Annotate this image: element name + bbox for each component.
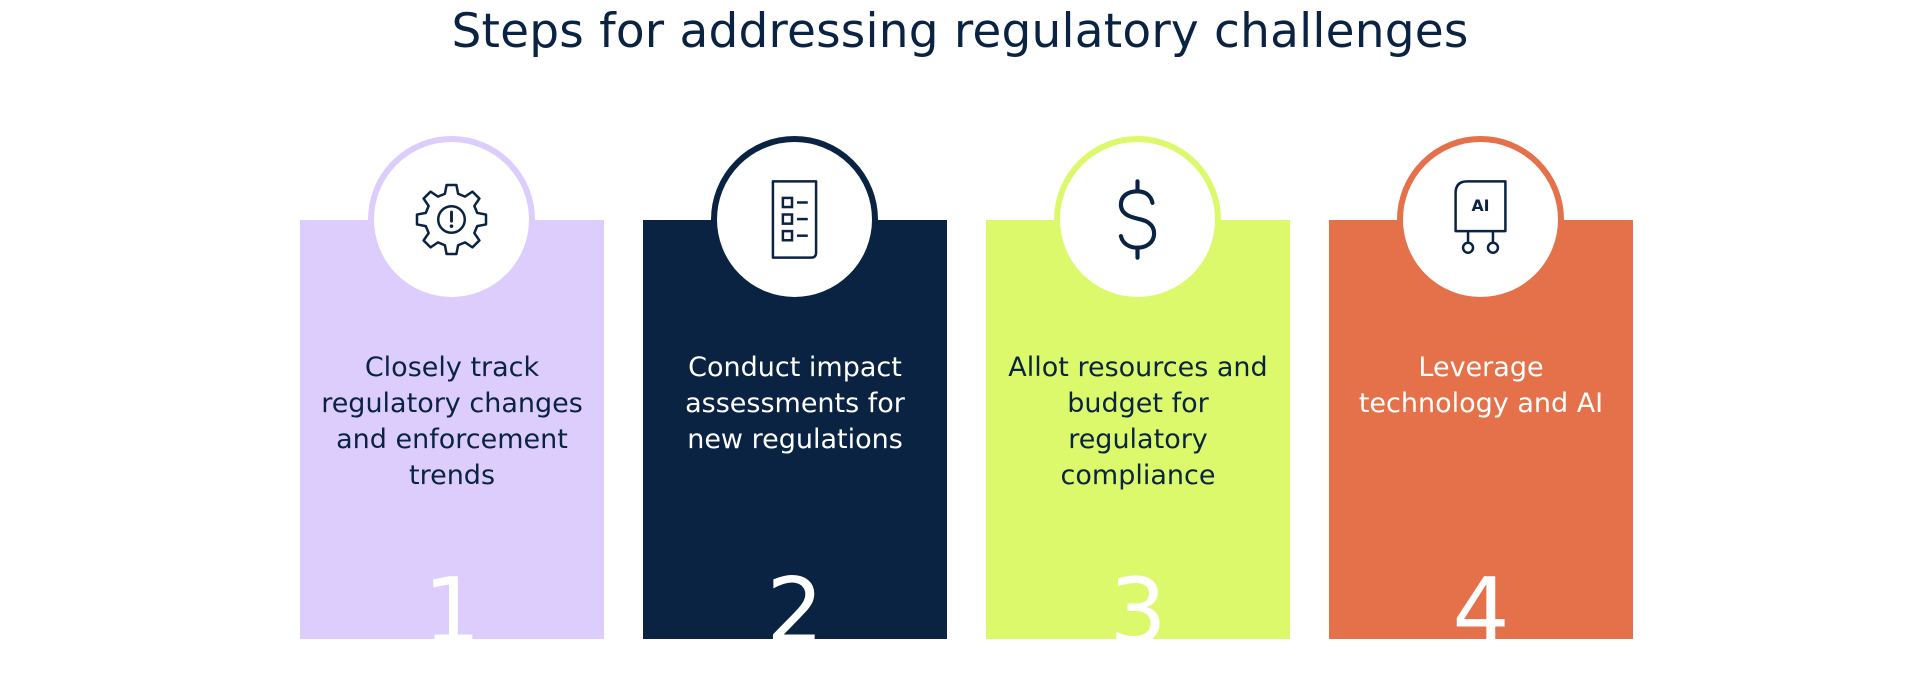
dollar-icon: [1118, 179, 1157, 260]
gear-alert-icon: [415, 183, 488, 256]
step-4-text: Leverage technology and AI: [1358, 352, 1604, 419]
page-title: Steps for addressing regulatory challeng…: [451, 4, 1469, 59]
step-3-badge: [1054, 136, 1221, 303]
step-3-text: Allot resources and budget for regulator…: [1008, 352, 1268, 491]
step-2-number: 2: [766, 559, 824, 640]
step-3-number: 3: [1109, 559, 1167, 640]
step-2-badge: [711, 136, 878, 303]
ai-chip-label: AI: [1471, 196, 1489, 215]
step-4-badge: AI: [1397, 136, 1564, 303]
step-1-text: Closely track regulatory changes and enf…: [321, 352, 583, 491]
step-1-badge: [368, 136, 535, 303]
step-1-number: 1: [423, 559, 481, 640]
step-4-number: 4: [1452, 559, 1510, 640]
checklist-icon: [771, 180, 818, 259]
ai-chip-icon: AI: [1454, 180, 1507, 254]
step-2-text: Conduct impact assessments for new regul…: [685, 352, 905, 455]
